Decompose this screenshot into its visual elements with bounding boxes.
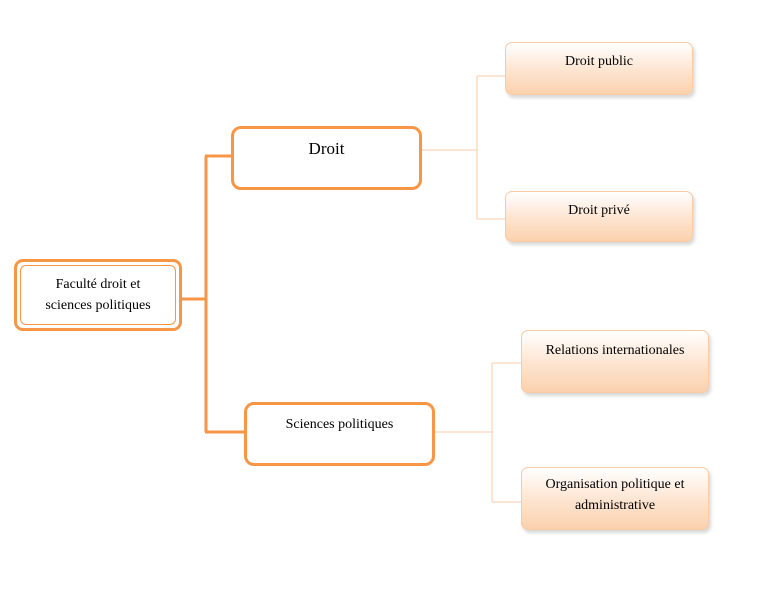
droit-node: Droit — [231, 126, 422, 190]
organisation-politique-node: Organisation politique et administrative — [521, 467, 709, 530]
leaf-connectors — [422, 75, 521, 503]
root-label-line2: sciences politiques — [45, 298, 151, 313]
root-node: Faculté droit et sciences politiques — [14, 259, 182, 331]
root-connectors — [182, 154, 244, 434]
droit-prive-label: Droit privé — [568, 203, 630, 218]
root-label-line1: Faculté droit et — [55, 277, 141, 292]
droit-label: Droit — [308, 139, 345, 158]
relations-internationales-node: Relations internationales — [521, 330, 709, 393]
organisation-label-line2: administrative — [574, 498, 656, 513]
droit-public-node: Droit public — [505, 42, 693, 95]
sciences-politiques-node: Sciences politiques — [244, 402, 435, 466]
sciences-politiques-label: Sciences politiques — [285, 417, 394, 432]
root-node-inner: Faculté droit et sciences politiques — [20, 265, 176, 325]
droit-public-label: Droit public — [564, 54, 634, 69]
root-node-text: Faculté droit et sciences politiques — [45, 274, 150, 316]
droit-prive-node: Droit privé — [505, 191, 693, 242]
relations-internationales-label: Relations internationales — [545, 343, 685, 358]
organisation-label-line1: Organisation politique et — [545, 477, 685, 492]
